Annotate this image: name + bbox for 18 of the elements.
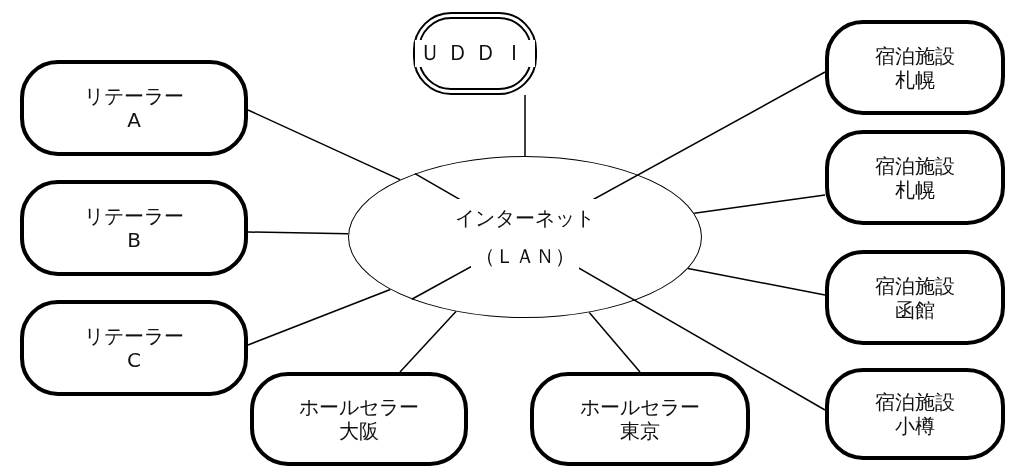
node-box: [20, 180, 248, 276]
connector-line: [247, 231, 349, 235]
node-box: [250, 372, 468, 466]
node-box: [825, 130, 1005, 225]
node-box: [825, 250, 1005, 345]
node-box: [530, 372, 750, 466]
connector-line: [524, 94, 526, 157]
node-box: [825, 368, 1005, 460]
connector-line: [588, 311, 641, 373]
node-box: [20, 300, 248, 396]
node-box: [20, 60, 248, 156]
node-label: ＵＤＤＩ: [415, 40, 535, 67]
connector-line: [687, 267, 826, 296]
connector-line: [693, 194, 826, 215]
connector-line: [247, 288, 391, 346]
node-box: [825, 20, 1005, 115]
connector-line: [247, 109, 401, 181]
connector-line: [399, 310, 457, 373]
